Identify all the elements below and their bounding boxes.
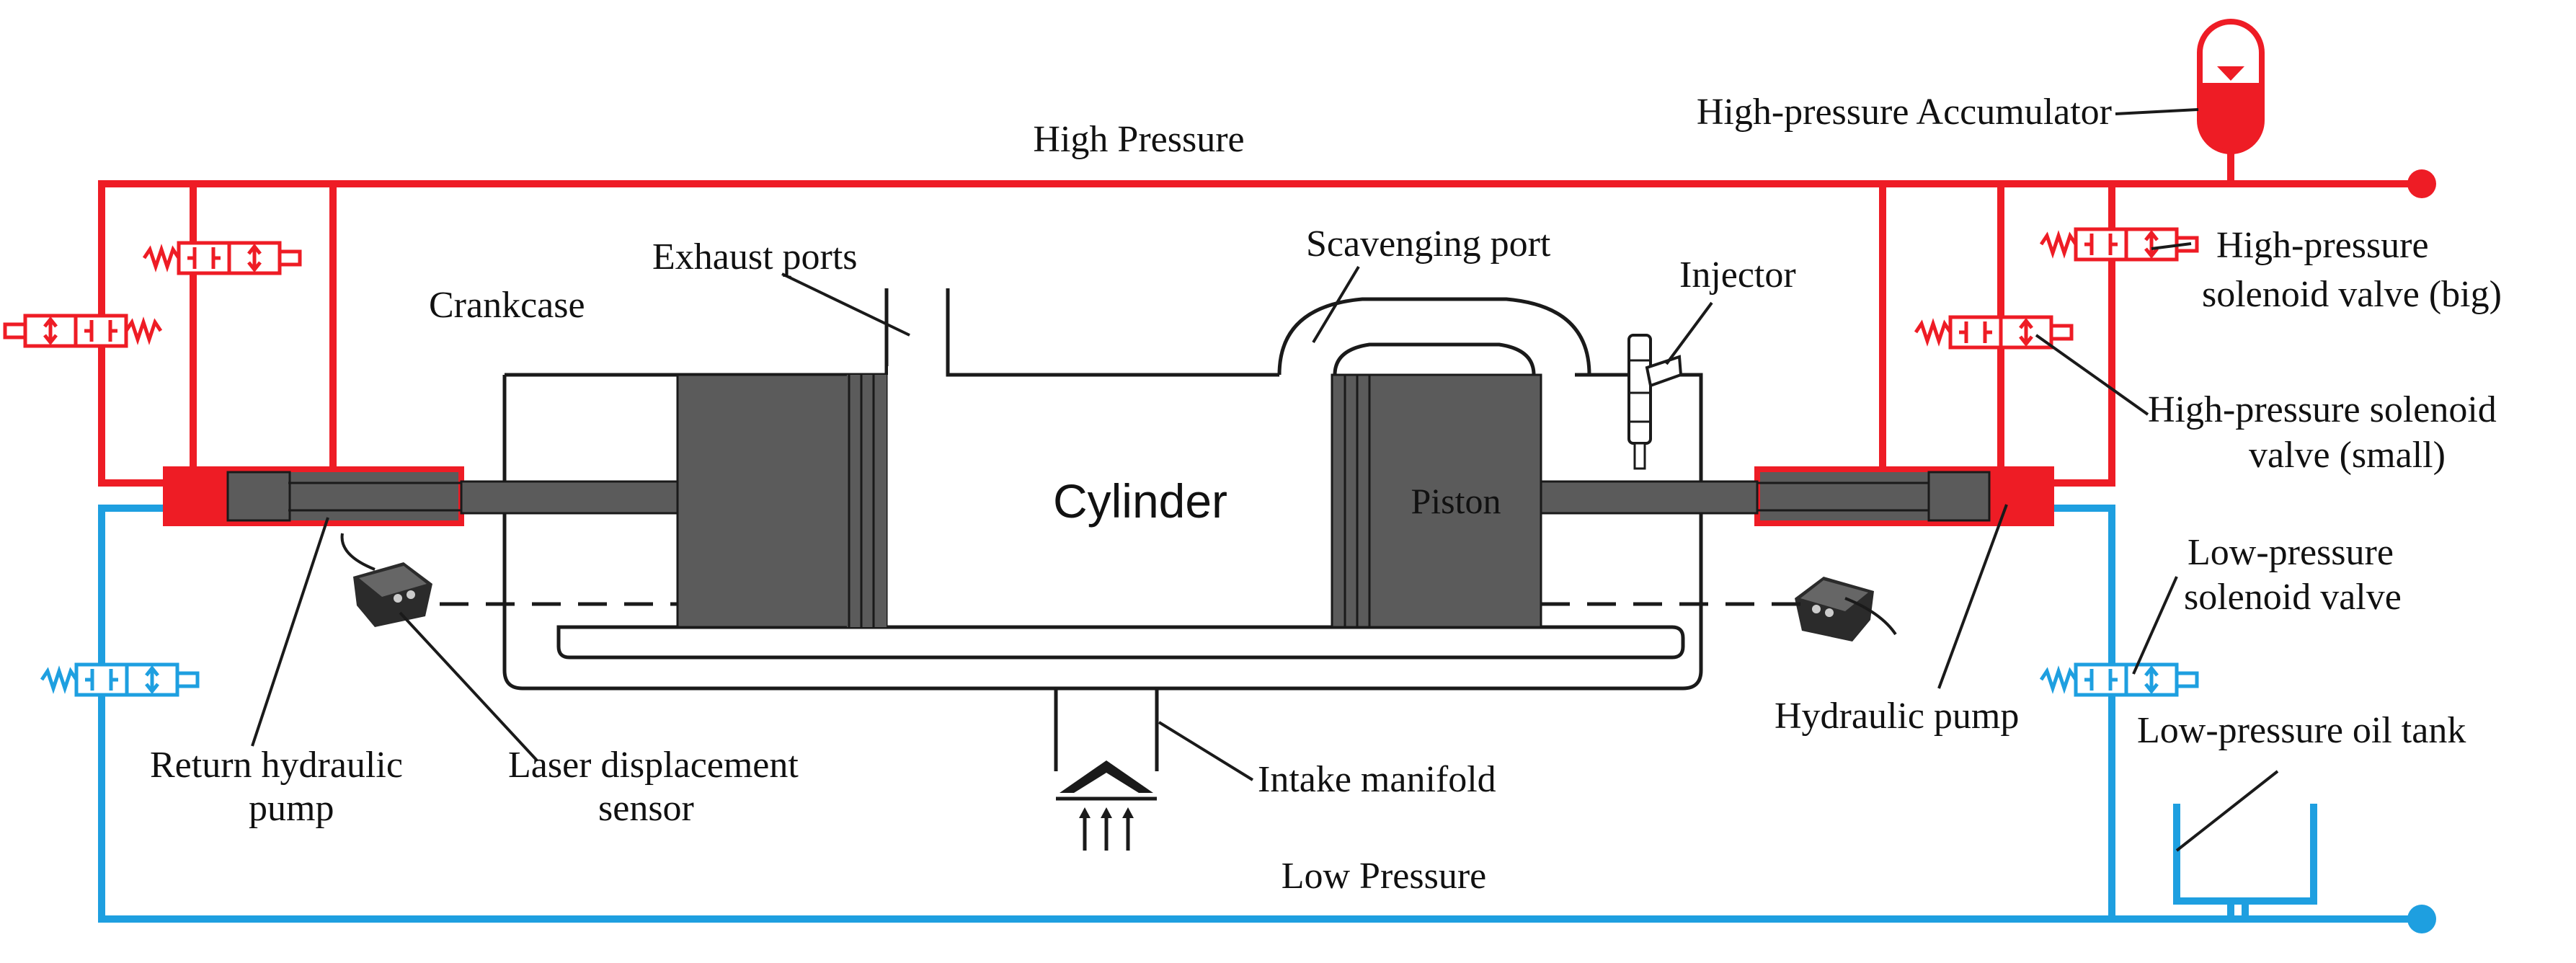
injector-label: Injector (1679, 254, 1796, 296)
accumulator-label: High-pressure Accumulator (1697, 92, 2112, 133)
hp-valve-small-label-line2: valve (small) (2249, 435, 2446, 476)
piston-rod-right (1540, 480, 1759, 515)
exhaust-ports-label: Exhaust ports (652, 236, 858, 278)
lp-solenoid-valve (2041, 665, 2197, 695)
hp-valve-small-label-line1: High-pressure solenoid (2148, 389, 2497, 430)
solenoid-valve-left-low (42, 665, 197, 695)
high-pressure-line-end (2407, 169, 2436, 198)
intake-manifold-label: Intake manifold (1258, 759, 1496, 800)
laser-sensor-left (340, 533, 432, 627)
cylinder-label: Cylinder (1053, 474, 1227, 528)
piston-right (1331, 373, 1542, 629)
return-pump-label-line2: pump (249, 788, 334, 829)
solenoid-valve-left-top (144, 243, 300, 273)
leader-lines (251, 108, 2279, 852)
high-pressure-accumulator (2197, 19, 2265, 154)
scavenging-port-label: Scavenging port (1306, 223, 1551, 265)
hp-valve-big-label-line1: High-pressure (2216, 225, 2429, 266)
solenoid-valve-left-middle (5, 316, 161, 346)
piston-rod-left (460, 480, 679, 515)
hydraulic-pump (1754, 466, 2054, 526)
intake-valve (1056, 760, 1157, 851)
low-pressure-line-end (2407, 905, 2436, 933)
laser-sensor-label-line1: Laser displacement (508, 745, 799, 786)
piston-left (676, 373, 888, 629)
low-pressure-lines (98, 505, 2422, 923)
return-hydraulic-pump (163, 466, 464, 526)
lp-valve-label-line2: solenoid valve (2184, 577, 2402, 618)
low-pressure-line-label: Low Pressure (1282, 856, 1487, 897)
injector (1627, 334, 1683, 470)
exhaust-port-gap (888, 366, 946, 376)
piston-label: Piston (1411, 481, 1501, 521)
hydraulic-pump-label: Hydraulic pump (1775, 696, 2019, 737)
laser-sensor-right (1795, 577, 1897, 642)
hp-solenoid-valve-big (2041, 229, 2197, 259)
lp-valve-label-line1: Low-pressure (2188, 532, 2394, 573)
laser-sensor-label-line2: sensor (598, 788, 694, 829)
hp-valve-big-label-line2: solenoid valve (big) (2202, 274, 2502, 315)
high-pressure-line-label: High Pressure (1033, 119, 1244, 160)
return-pump-label-line1: Return hydraulic (150, 745, 403, 786)
low-pressure-oil-tank (2173, 804, 2317, 919)
crankcase-label: Crankcase (429, 285, 585, 326)
oil-tank-label: Low-pressure oil tank (2137, 710, 2466, 751)
